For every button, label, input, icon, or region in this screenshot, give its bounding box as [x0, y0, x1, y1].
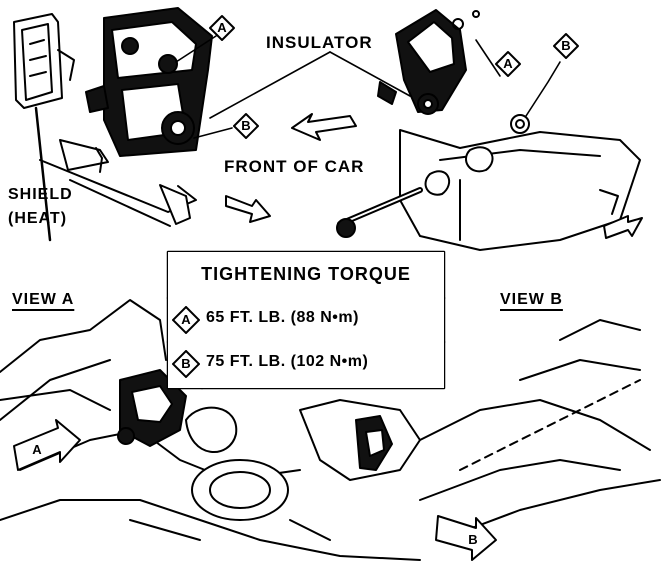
heat-shield-drawing: [13, 13, 75, 242]
view-a-label: VIEW A: [12, 291, 75, 308]
torque-table-title: TIGHTENING TORQUE: [201, 264, 411, 284]
callout-b-right: [553, 33, 579, 59]
mount-bracket-b-drawing: [336, 9, 643, 251]
shield-label: SHIELD: [8, 186, 73, 203]
torque-row-a: A 65 FT. LB. (88 N•m): [168, 298, 444, 342]
arrow-icon-left: [225, 195, 271, 223]
heat-label: (HEAT): [8, 210, 68, 227]
leader-lines: [175, 35, 561, 139]
mount-bracket-a-drawing: [39, 7, 213, 227]
torque-value-a: 65 FT. LB. (88 N•m): [206, 309, 359, 326]
callout-a-right: [495, 51, 521, 77]
torque-table: TIGHTENING TORQUE A 65 FT. LB. (88 N•m) …: [168, 252, 444, 388]
insulator-label: INSULATOR: [266, 33, 373, 52]
callout-a-top: [209, 15, 235, 41]
view-a-arrow-icon: [13, 419, 81, 471]
torque-value-b: 75 FT. LB. (102 N•m): [206, 353, 369, 370]
torque-row-b: B 75 FT. LB. (102 N•m): [168, 342, 444, 386]
view-a-arrow-letter: A: [32, 442, 42, 457]
callout-b-right-letter: B: [561, 38, 571, 53]
engine-overview-drawing: [0, 299, 661, 561]
torque-key-a-icon: A: [171, 305, 201, 335]
callout-b-top-letter: B: [241, 118, 251, 133]
front-arrow-icon: [291, 113, 357, 141]
view-b-arrow-letter: B: [468, 532, 478, 547]
callout-a-top-letter: A: [217, 20, 227, 35]
callout-b-top: [233, 113, 259, 139]
front-of-car-label: FRONT OF CAR: [224, 157, 365, 176]
callout-a-right-letter: A: [503, 56, 513, 71]
view-b-arrow-icon: [435, 515, 497, 561]
view-b-label: VIEW B: [500, 291, 563, 308]
torque-key-b-icon: B: [171, 349, 201, 379]
